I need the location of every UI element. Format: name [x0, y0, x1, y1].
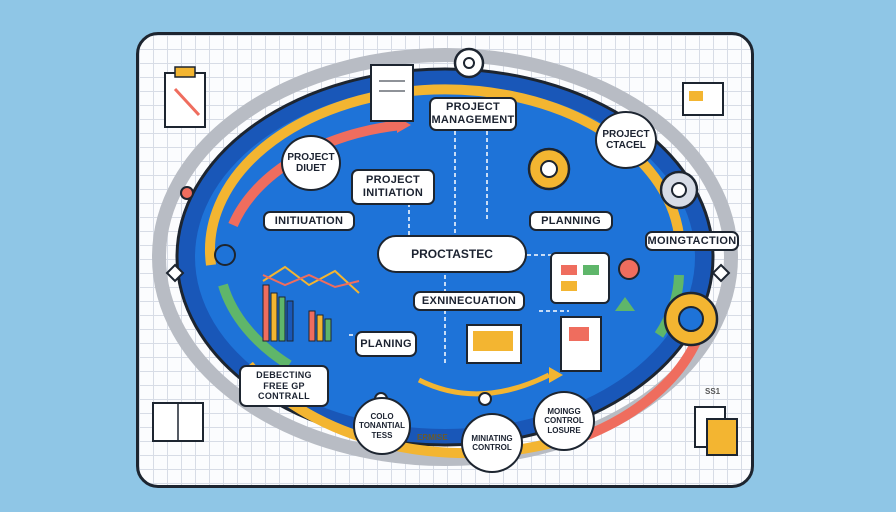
label-project-initiation: PROJECT INITIATION [351, 169, 435, 205]
diamond-marker [711, 263, 731, 283]
gear-icon [527, 147, 571, 191]
node-project-diuet: PROJECT DIUET [281, 135, 341, 191]
node-project-ctacel: PROJECT CTACEL [595, 111, 657, 169]
diagram-card: PROJECT MANAGEMENT PROJECT DIUET PROJECT… [136, 32, 754, 488]
node-dot [214, 244, 236, 266]
node-dot [478, 392, 492, 406]
label-planing: PLANING [355, 331, 417, 357]
label-debecting: DEBECTING FREE GP CONTRALL [239, 365, 329, 407]
node-dot [180, 186, 194, 200]
label-exnineuation: EXNINECUATION [413, 291, 525, 311]
document-icon [370, 64, 414, 122]
gear-icon [659, 170, 699, 210]
label-project-management: PROJECT MANAGEMENT [429, 97, 517, 131]
label-planning: PLANNING [529, 211, 613, 231]
document-icon [682, 82, 724, 116]
node-miniating-control: MINIATING CONTROL [461, 413, 523, 473]
node-dot [618, 258, 640, 280]
calendar-icon [550, 252, 610, 304]
book-icon [152, 402, 204, 442]
center-label: PROCTASTEC [377, 235, 527, 273]
node-moingg-control: MOINGG CONTROL LOSURE [533, 391, 595, 451]
diamond-marker [165, 263, 185, 283]
document-icon [694, 406, 738, 456]
side-note: SS1 [705, 387, 721, 396]
node-colo-tonantial: COLO TONANTIAL TESS [353, 397, 411, 455]
document-icon [560, 316, 602, 372]
label-initiation: INITIUATION [263, 211, 355, 231]
monitor-icon [466, 324, 522, 364]
green-arc [218, 283, 292, 370]
chart-icon [663, 291, 719, 347]
gear-icon [453, 47, 485, 79]
bar-chart-icon [262, 265, 360, 342]
green-arrowhead [615, 297, 635, 311]
label-moingtaction: MOINGTACTION [645, 231, 739, 251]
outer-gray-ring [152, 48, 738, 466]
bottom-note: ERMISE [417, 433, 448, 442]
inner-arrow-head [549, 367, 563, 383]
clipboard-icon [164, 66, 206, 128]
